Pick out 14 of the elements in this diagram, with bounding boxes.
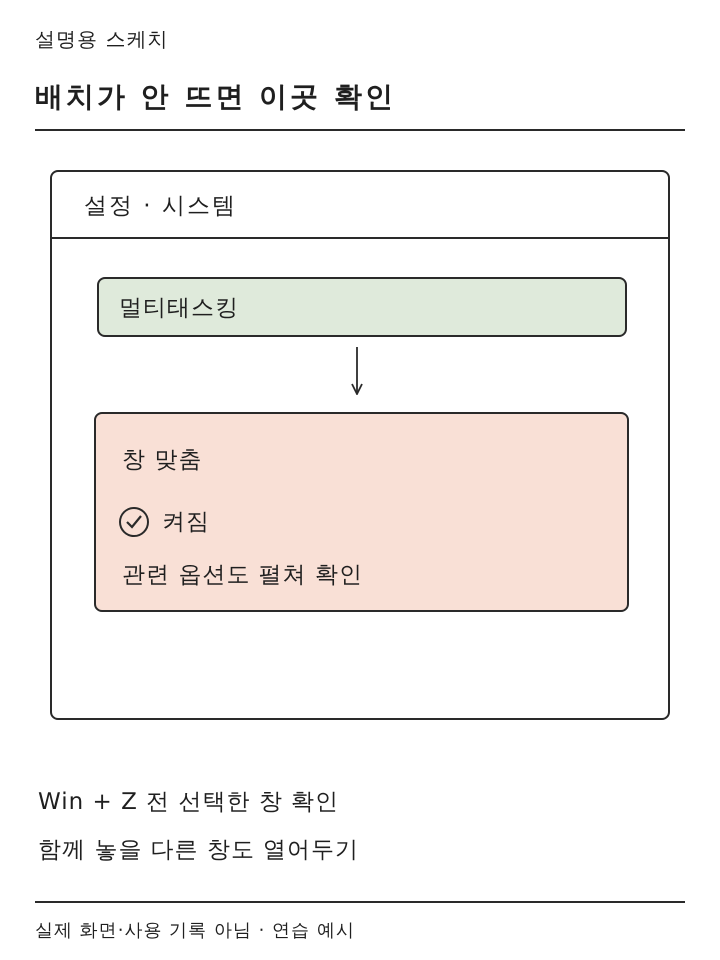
status-text: 켜짐 (162, 508, 210, 537)
subtitle: 설명용 스케치 (35, 26, 168, 53)
setting-name: 창 맞춤 (122, 446, 202, 475)
note-text: Win + Z 전 선택한 창 확인 (38, 788, 340, 817)
note-text: 함께 놓을 다른 창도 열어두기 (38, 836, 360, 865)
settings-card (94, 412, 629, 612)
hint-text: 관련 옵션도 펼쳐 확인 (122, 561, 363, 590)
menu-item-box (97, 277, 627, 337)
window-panel (50, 170, 670, 720)
panel-heading: 설정 · 시스템 (84, 192, 237, 221)
menu-label: 멀티태스킹 (119, 294, 239, 323)
arrow (351, 347, 363, 395)
title: 배치가 안 뜨면 이곳 확인 (35, 79, 396, 115)
footer-text: 실제 화면·사용 기록 아님 · 연습 예시 (35, 919, 355, 942)
